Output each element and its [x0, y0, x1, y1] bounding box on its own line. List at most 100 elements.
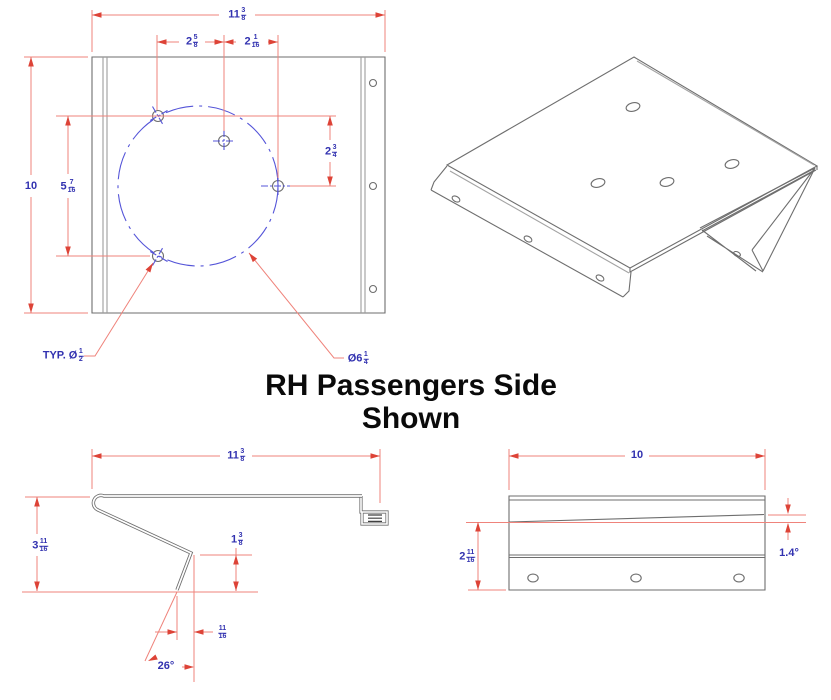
dim-whole: 2: [324, 145, 332, 157]
dim-top-overall-height: 10: [25, 180, 37, 192]
mount-hole: [151, 249, 165, 263]
iso-mount-hole: [590, 178, 606, 188]
part-linework: [91, 56, 819, 591]
frac-num: 11: [218, 624, 227, 634]
ext-line: [22, 496, 258, 593]
iso-mount-hole: [724, 159, 740, 169]
flange-hole: [368, 284, 378, 294]
iso-plate-thickness: [629, 166, 818, 273]
frac-den: 16: [251, 41, 260, 49]
front-hole: [630, 573, 642, 583]
frac-den: 8: [240, 455, 245, 463]
side-profile: [91, 493, 362, 591]
right-bend-lines: [360, 57, 366, 313]
dim-angle-value: 1.4°: [779, 547, 799, 559]
dim-whole: 2: [185, 35, 193, 47]
dim-prefix: Ø: [347, 352, 357, 364]
iso-flange-fold: [449, 170, 630, 274]
frac-den: 8: [241, 14, 246, 22]
dim-whole: 11: [228, 8, 240, 20]
top-view-part: [91, 56, 386, 314]
iso-flange-hole: [451, 195, 461, 203]
frac-num: 11: [466, 548, 475, 558]
dim-prefix: TYP. Ø: [42, 349, 78, 361]
title-line-1: RH Passengers Side: [265, 369, 557, 402]
ext-line: [466, 514, 806, 523]
frac-den: 8: [193, 41, 198, 49]
ext-line: [91, 10, 386, 52]
frac-num: 3: [240, 6, 246, 16]
centerline-work: [117, 105, 293, 267]
plate-outline: [91, 56, 386, 314]
frac-num: 1: [363, 350, 369, 360]
dim-whole: 3: [32, 539, 39, 551]
frac-num: 5: [193, 33, 199, 43]
dimension-linework: [22, 10, 806, 682]
dim-taper-angle: 1.4°: [779, 547, 799, 559]
dim-leg-angle: 26°: [158, 660, 175, 672]
front-taper-line: [508, 513, 765, 523]
front-view-part: [508, 495, 766, 591]
front-outline: [508, 495, 766, 591]
front-bend-line: [509, 554, 765, 559]
frac-num: 1: [253, 33, 259, 43]
dim-whole: 5: [60, 180, 67, 192]
frac-num: 7: [69, 178, 75, 188]
iso-mount-hole: [625, 102, 641, 112]
iso-flange-hole: [595, 274, 605, 282]
dim-whole: 6: [356, 352, 363, 364]
side-end-hatch: [368, 514, 382, 522]
dim-front-overall-width: 10: [631, 449, 643, 461]
isometric-view-part: [430, 56, 819, 298]
frac-den: 2: [78, 355, 83, 363]
left-bend-lines: [102, 57, 108, 313]
front-hole: [527, 573, 539, 583]
iso-wing-outline: [699, 167, 816, 273]
ext-line: [176, 555, 195, 682]
iso-flange-outline: [430, 165, 632, 298]
frac-den: 4: [332, 151, 337, 159]
dim-whole: 1: [230, 533, 238, 545]
frac-num: 1: [78, 347, 84, 357]
iso-plate-face: [445, 56, 819, 269]
iso-wing-hole: [733, 250, 741, 258]
flange-hole: [368, 181, 378, 191]
dim-whole: 11: [227, 449, 239, 461]
leader-typ-hole: [84, 262, 154, 357]
frac-num: 3: [332, 143, 338, 153]
title-line-2: Shown: [361, 402, 461, 435]
frac-num: 3: [238, 531, 244, 541]
center-mark: [213, 130, 235, 152]
frac-den: 16: [39, 545, 48, 553]
iso-mount-hole: [659, 177, 675, 187]
dim-whole: 2: [244, 35, 251, 47]
frac-den: 16: [67, 186, 76, 194]
leader-bolt-circle: [248, 252, 344, 359]
side-view-part: [91, 493, 389, 591]
frac-num: 3: [239, 447, 245, 457]
bolt-circle: [117, 105, 279, 267]
